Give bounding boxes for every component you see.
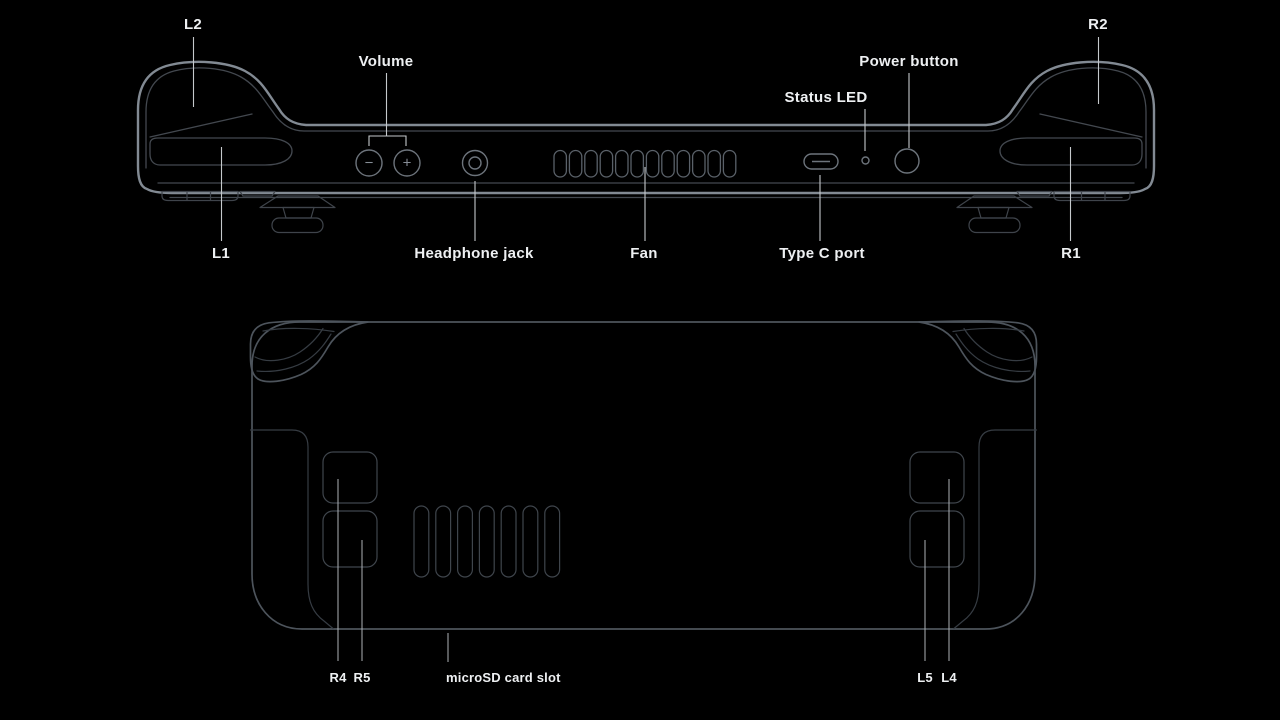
grip-bar-notch — [186, 191, 212, 201]
grip-inner-curve-top — [262, 327, 335, 333]
grip-inner-curve-lower — [256, 333, 332, 373]
top-inner-contour — [145, 67, 1147, 169]
joystick-cap — [271, 217, 324, 234]
joystick-shaft — [282, 206, 315, 219]
l4-button-shape — [909, 451, 965, 504]
r4-button-shape — [322, 451, 378, 504]
back-silhouette-outline — [251, 321, 1036, 630]
minus-icon: − — [365, 155, 374, 172]
left-trigger-detail — [149, 113, 336, 234]
grip-bar — [161, 190, 239, 202]
label-r1: R1 — [1061, 245, 1081, 262]
label-r2: R2 — [1088, 16, 1108, 33]
volume-minus-button: − — [355, 149, 383, 177]
type-c-port-shape — [803, 153, 839, 170]
label-type-c-port: Type C port — [779, 245, 865, 262]
status-led-dot — [861, 156, 870, 165]
grip-blob-outline — [249, 320, 369, 383]
back-panel-seam — [249, 429, 334, 630]
grip-tab — [239, 190, 276, 197]
back-vents — [413, 505, 561, 578]
left-grip-detail — [249, 320, 369, 630]
label-l5: L5 — [917, 670, 933, 685]
plus-icon: + — [403, 155, 412, 172]
under-body-shapes — [161, 190, 336, 234]
power-button-shape — [894, 148, 920, 174]
headphone-jack-port — [461, 149, 489, 177]
label-power-button: Power button — [859, 53, 958, 70]
r5-button-shape — [322, 510, 378, 568]
grip-inner-curve-upper — [254, 327, 324, 362]
joystick — [259, 195, 336, 234]
label-microsd-card-slot: microSD card slot — [446, 670, 561, 685]
fan-vents — [553, 149, 737, 178]
l1-bumper-outline — [149, 137, 293, 166]
label-l2: L2 — [184, 16, 202, 33]
leader-volume-bracket — [368, 135, 407, 146]
top-view-illustration: − + — [136, 16, 1156, 262]
right-trigger-detail-mirrored — [956, 113, 1143, 234]
label-r5: R5 — [353, 670, 370, 685]
label-volume: Volume — [359, 53, 414, 70]
l2-trigger-seam — [149, 113, 253, 138]
right-grip-detail-mirrored — [918, 320, 1038, 630]
label-r4: R4 — [329, 670, 347, 685]
label-headphone-jack: Headphone jack — [414, 245, 534, 262]
label-status-led: Status LED — [784, 89, 867, 106]
back-view-illustration: R4 R5 microSD card slot L5 L4 — [249, 320, 1038, 685]
label-l1: L1 — [212, 245, 230, 262]
label-l4: L4 — [941, 670, 957, 685]
volume-plus-button: + — [393, 149, 421, 177]
l5-button-shape — [909, 510, 965, 568]
top-silhouette-outline — [136, 60, 1156, 195]
label-fan: Fan — [630, 245, 658, 262]
